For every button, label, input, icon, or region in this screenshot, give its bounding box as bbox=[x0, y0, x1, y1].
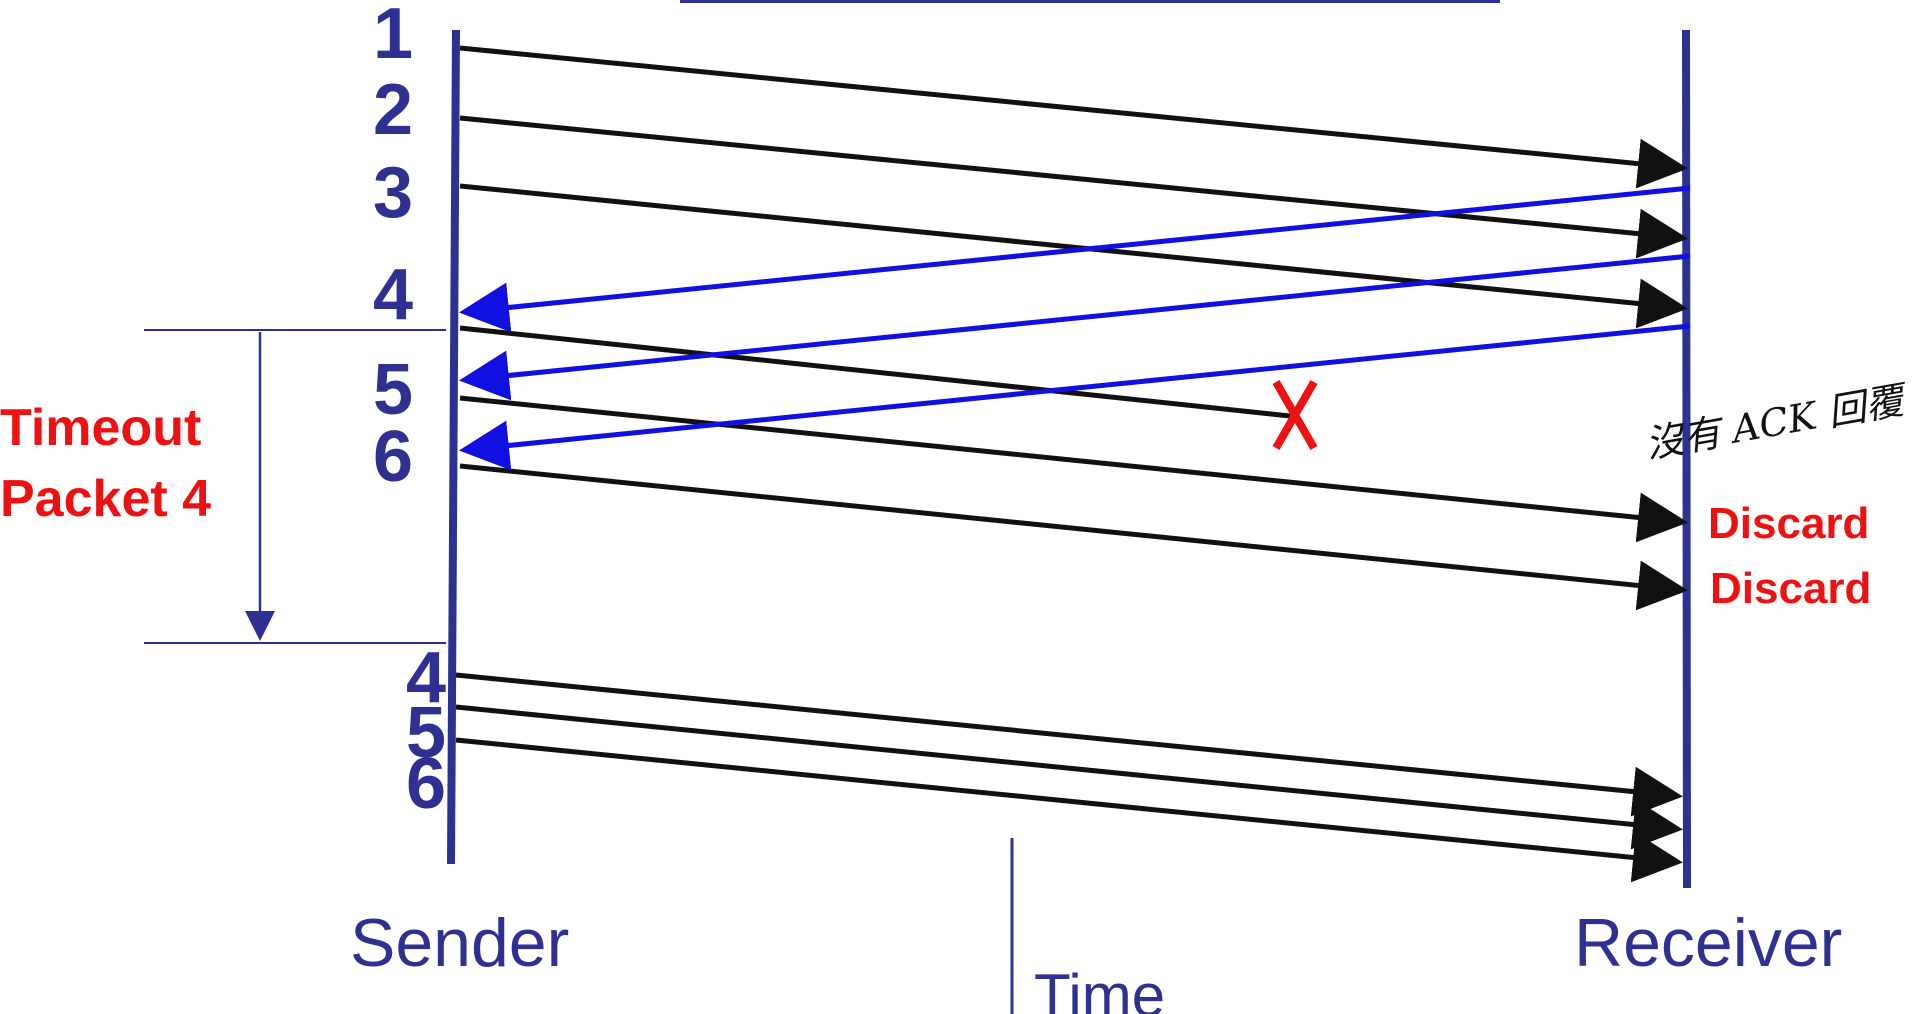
discard-label-1: Discard bbox=[1708, 499, 1869, 548]
retransmit-label-4: 4 bbox=[406, 638, 446, 718]
packet-6-arrow bbox=[459, 463, 1688, 611]
packet-1-arrow bbox=[459, 45, 1688, 189]
seq-label-6: 6 bbox=[373, 417, 413, 497]
x-mark-icon bbox=[1272, 380, 1318, 450]
discard-label-2: Discard bbox=[1710, 564, 1871, 613]
sender-timeline bbox=[447, 29, 460, 865]
seq-label-3: 3 bbox=[373, 153, 413, 233]
ack-3-arrow bbox=[459, 323, 1691, 471]
retransmit-6-arrow bbox=[455, 737, 1683, 883]
retransmit-4-arrow bbox=[455, 672, 1683, 817]
seq-label-4: 4 bbox=[373, 255, 413, 335]
receiver-label: Receiver bbox=[1574, 905, 1842, 981]
packet-3-arrow bbox=[459, 183, 1688, 329]
packet-2-arrow bbox=[459, 115, 1688, 259]
retransmit-label-6: 6 bbox=[406, 744, 446, 824]
ack-1-arrow bbox=[459, 185, 1691, 333]
packet-4-lost-arrow bbox=[459, 325, 1291, 419]
timeout-label-line2: Packet 4 bbox=[0, 470, 211, 528]
retransmit-5-arrow bbox=[455, 704, 1683, 850]
seq-label-5: 5 bbox=[373, 350, 413, 430]
sender-label: Sender bbox=[350, 905, 569, 981]
timeout-label-line1: Timeout bbox=[0, 399, 201, 457]
seq-label-1: 1 bbox=[373, 0, 413, 74]
time-label: Time bbox=[1034, 962, 1165, 1014]
packet-5-arrow bbox=[459, 395, 1688, 543]
seq-label-2: 2 bbox=[373, 70, 413, 150]
ack-2-arrow bbox=[459, 253, 1691, 401]
retransmit-label-5: 5 bbox=[406, 693, 446, 773]
